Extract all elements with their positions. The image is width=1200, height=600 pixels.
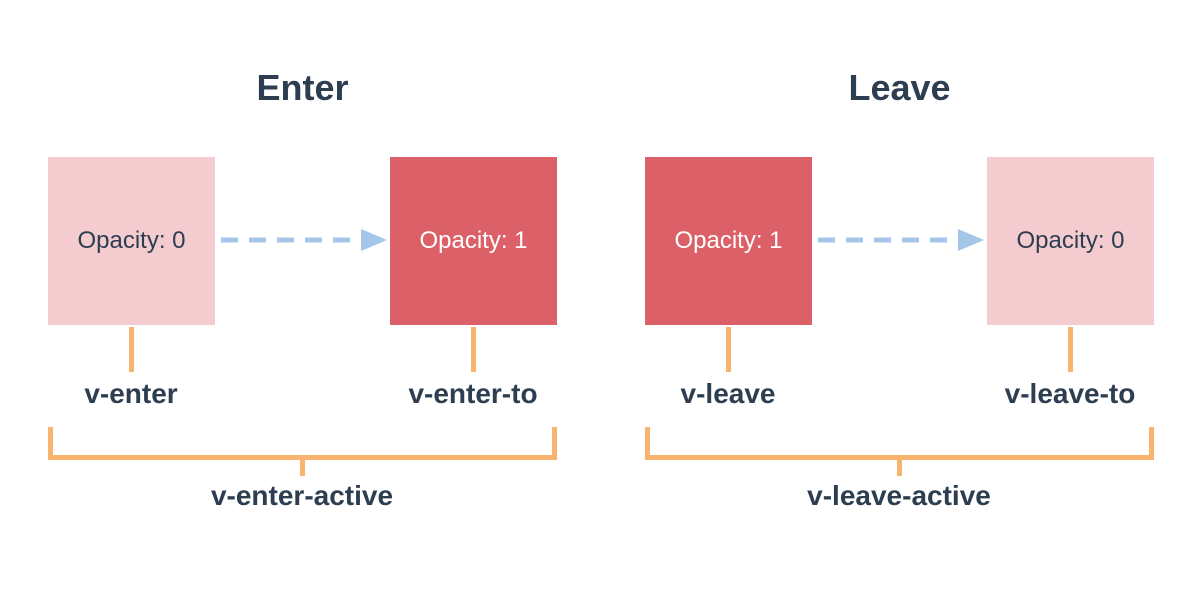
dashed-arrow-icon <box>818 229 984 251</box>
bracket-connector-line <box>897 460 902 476</box>
connector-line <box>129 327 134 372</box>
leave-to-class-label: v-leave-to <box>1004 378 1136 409</box>
leave-active-class-label: v-leave-active <box>807 480 991 511</box>
enter-active-bracket <box>48 427 557 460</box>
enter-end-state-label: Opacity: 1 <box>419 227 528 254</box>
leave-start-state-box: Opacity: 1 <box>645 157 812 325</box>
connector-line <box>1068 327 1073 372</box>
connector-line <box>471 327 476 372</box>
enter-to-class-label: v-enter-to <box>408 378 538 409</box>
leave-start-state-label: Opacity: 1 <box>674 227 783 254</box>
leave-end-state-box: Opacity: 0 <box>987 157 1154 325</box>
enter-active-class-label: v-enter-active <box>210 480 394 511</box>
enter-end-state-box: Opacity: 1 <box>390 157 557 325</box>
leave-end-state-label: Opacity: 0 <box>1016 227 1125 254</box>
bracket-connector-line <box>300 460 305 476</box>
leave-active-bracket <box>645 427 1154 460</box>
leave-section: Leave Opacity: 1 Opacity: 0 v-leave v-le… <box>645 0 1154 600</box>
arrow-head <box>361 229 387 251</box>
enter-from-class-label: v-enter <box>84 378 178 409</box>
enter-start-state-label: Opacity: 0 <box>77 227 186 254</box>
connector-line <box>726 327 731 372</box>
section-title-enter: Enter <box>256 67 349 108</box>
enter-start-state-box: Opacity: 0 <box>48 157 215 325</box>
arrow-head <box>958 229 984 251</box>
dashed-arrow-icon <box>221 229 387 251</box>
leave-from-class-label: v-leave <box>680 378 776 409</box>
enter-section: Enter Opacity: 0 Opacity: 1 v-enter v-en… <box>48 0 557 600</box>
section-title-leave: Leave <box>848 67 951 108</box>
